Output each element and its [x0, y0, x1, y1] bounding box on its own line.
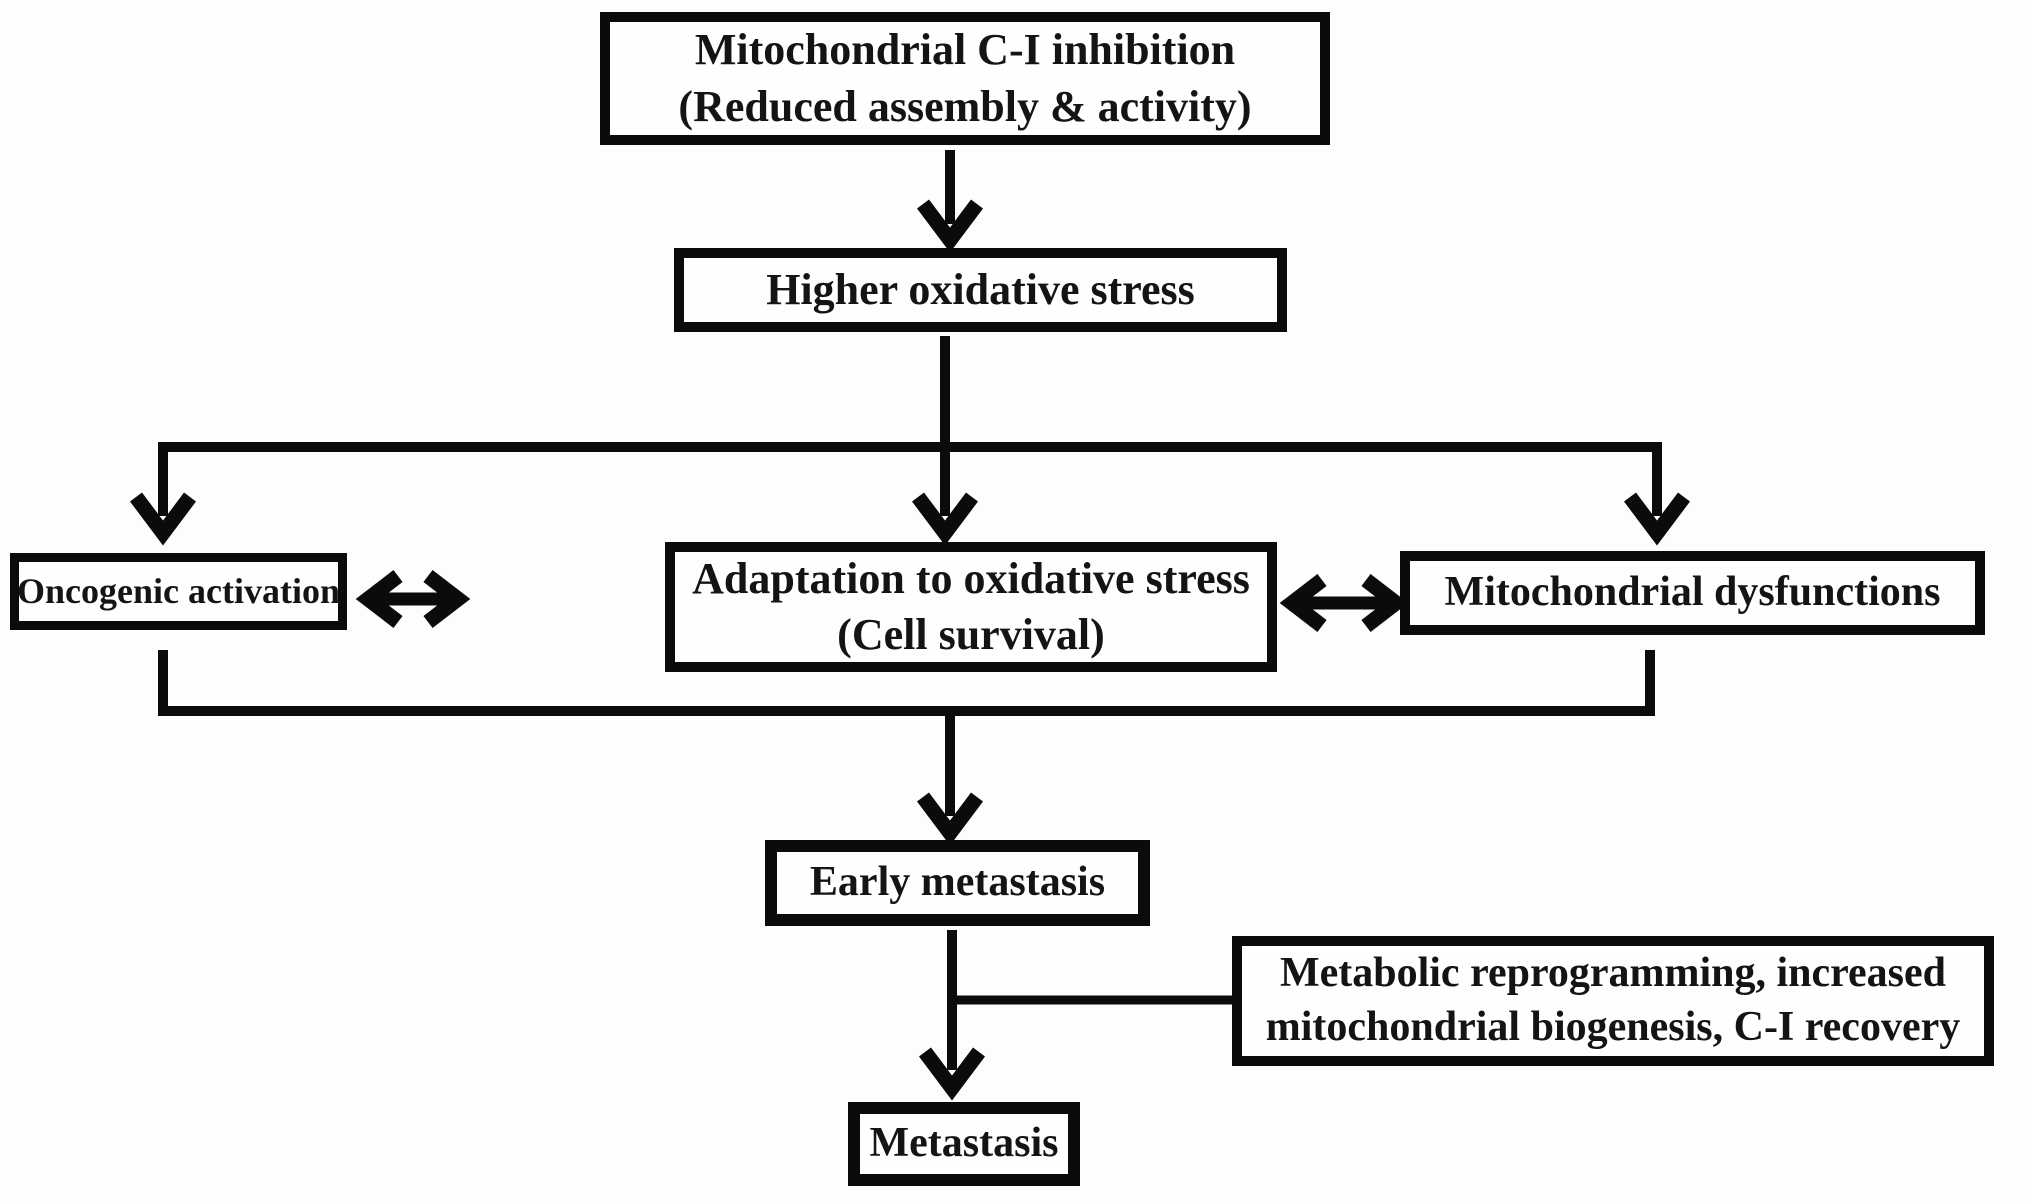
arrow-inhibition-to-stress — [917, 150, 983, 253]
node-metabolic-reprogramming: Metabolic reprogramming, increased mitoc… — [1232, 936, 1994, 1066]
branch-line-bottom — [158, 650, 1655, 846]
double-arrow-left — [355, 570, 471, 628]
node-mitochondrial-ci-inhibition: Mitochondrial C-I inhibition (Reduced as… — [600, 12, 1330, 145]
node-text-line1: Mitochondrial C-I inhibition — [694, 25, 1236, 75]
node-early-metastasis: Early metastasis — [765, 840, 1150, 926]
node-oncogenic-activation: Oncogenic activation — [10, 553, 347, 630]
branch-line-top — [130, 336, 1690, 546]
node-higher-oxidative-stress: Higher oxidative stress — [674, 248, 1287, 332]
node-text-line1: Adaptation to oxidative stress — [692, 553, 1250, 603]
node-text-line2: (Cell survival) — [837, 610, 1105, 659]
node-text-line1: Metabolic reprogramming, increased — [1279, 950, 1947, 997]
node-mitochondrial-dysfunctions: Mitochondrial dysfunctions — [1400, 551, 1985, 635]
node-adaptation-to-oxidative-stress: Adaptation to oxidative stress (Cell sur… — [665, 542, 1277, 672]
node-text-line2: (Reduced assembly & activity) — [678, 81, 1252, 131]
node-text-line1: Mitochondrial dysfunctions — [1444, 569, 1941, 616]
node-text-line2: mitochondrial biogenesis, C-I recovery — [1265, 1004, 1961, 1050]
node-text-line1: Early metastasis — [809, 859, 1106, 906]
double-arrow-right — [1279, 574, 1409, 632]
node-text-line1: Oncogenic activation — [17, 571, 340, 612]
node-metastasis: Metastasis — [848, 1102, 1080, 1186]
node-text-line1: Higher oxidative stress — [766, 264, 1195, 314]
arrow-early-to-metastasis — [919, 930, 1232, 1101]
node-text-line1: Metastasis — [869, 1120, 1059, 1167]
